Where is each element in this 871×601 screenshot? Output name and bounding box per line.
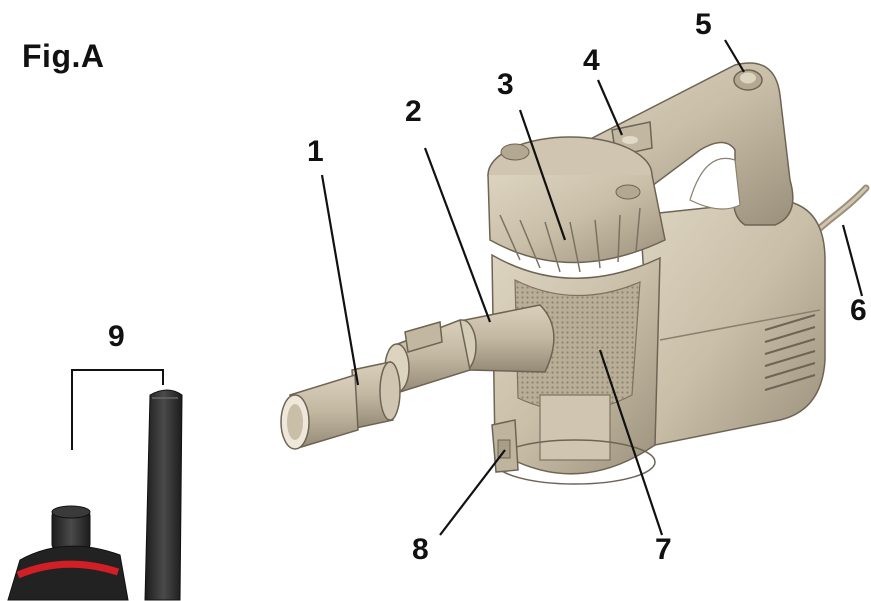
callout-2: 2 — [405, 95, 422, 128]
figure-title: Fig.A — [22, 38, 105, 74]
power-switch — [733, 69, 763, 91]
leader-line-7 — [598, 349, 664, 536]
callout-1: 1 — [307, 135, 324, 168]
leader-line-5 — [724, 39, 745, 73]
leader-line-4 — [596, 79, 624, 136]
leader-line-1 — [320, 174, 360, 386]
brush-tool — [7, 505, 129, 601]
motor-housing — [639, 199, 826, 446]
nozzle — [384, 304, 555, 393]
callout-6: 6 — [850, 294, 867, 327]
leader-line-2 — [423, 147, 492, 323]
leader-lines — [320, 39, 864, 536]
leader-line-6 — [841, 224, 864, 297]
callout-7: 7 — [655, 533, 672, 566]
leader-line-8 — [439, 449, 506, 536]
callout-8: 8 — [412, 533, 429, 566]
callout-4: 4 — [583, 44, 600, 77]
callout-5: 5 — [695, 8, 712, 41]
callout-9: 9 — [108, 320, 125, 353]
power-cord — [816, 184, 870, 232]
crevice-tool — [144, 389, 183, 601]
callout-3: 3 — [497, 68, 514, 101]
container-latch — [491, 419, 519, 473]
extension-adapter — [280, 361, 401, 450]
accessories-bracket — [71, 369, 164, 450]
cyclone-lid — [487, 136, 666, 273]
leader-line-3 — [518, 109, 567, 241]
air-vents — [764, 314, 816, 391]
